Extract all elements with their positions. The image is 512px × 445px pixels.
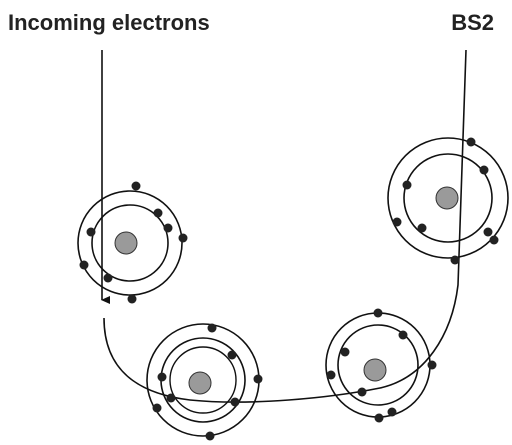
nucleus	[363, 358, 387, 382]
bs2-label: BS2	[451, 10, 494, 35]
electron	[163, 223, 173, 233]
incoming-electrons-label: Incoming electrons	[8, 10, 210, 35]
electron	[86, 227, 96, 237]
electron	[230, 397, 240, 407]
electron	[103, 273, 113, 283]
nucleus	[435, 186, 459, 210]
atom-bottom-left	[146, 323, 263, 441]
electron	[402, 180, 412, 190]
electron	[373, 308, 383, 318]
atom-bottom-right	[325, 308, 437, 423]
electron	[79, 260, 89, 270]
electron	[127, 294, 137, 304]
electron	[392, 217, 402, 227]
electron	[157, 372, 167, 382]
electron	[227, 350, 237, 360]
electron	[152, 403, 162, 413]
electron	[166, 393, 176, 403]
electron	[153, 208, 163, 218]
electron	[450, 255, 460, 265]
atom-upper-right	[387, 137, 509, 265]
electron	[489, 235, 499, 245]
electron	[427, 360, 437, 370]
electron	[374, 413, 384, 423]
electron	[131, 181, 141, 191]
electron	[417, 223, 427, 233]
electron	[340, 347, 350, 357]
electron	[398, 330, 408, 340]
electron-trajectory	[103, 49, 467, 403]
electron	[205, 431, 215, 441]
electron	[387, 407, 397, 417]
electron	[357, 387, 367, 397]
nucleus	[114, 231, 138, 255]
nucleus	[188, 371, 212, 395]
electron	[207, 323, 217, 333]
electron	[253, 374, 263, 384]
electron	[483, 227, 493, 237]
electron	[479, 165, 489, 175]
electron	[466, 137, 476, 147]
atom-upper-left	[77, 181, 188, 304]
electron	[326, 370, 336, 380]
electron	[178, 233, 188, 243]
